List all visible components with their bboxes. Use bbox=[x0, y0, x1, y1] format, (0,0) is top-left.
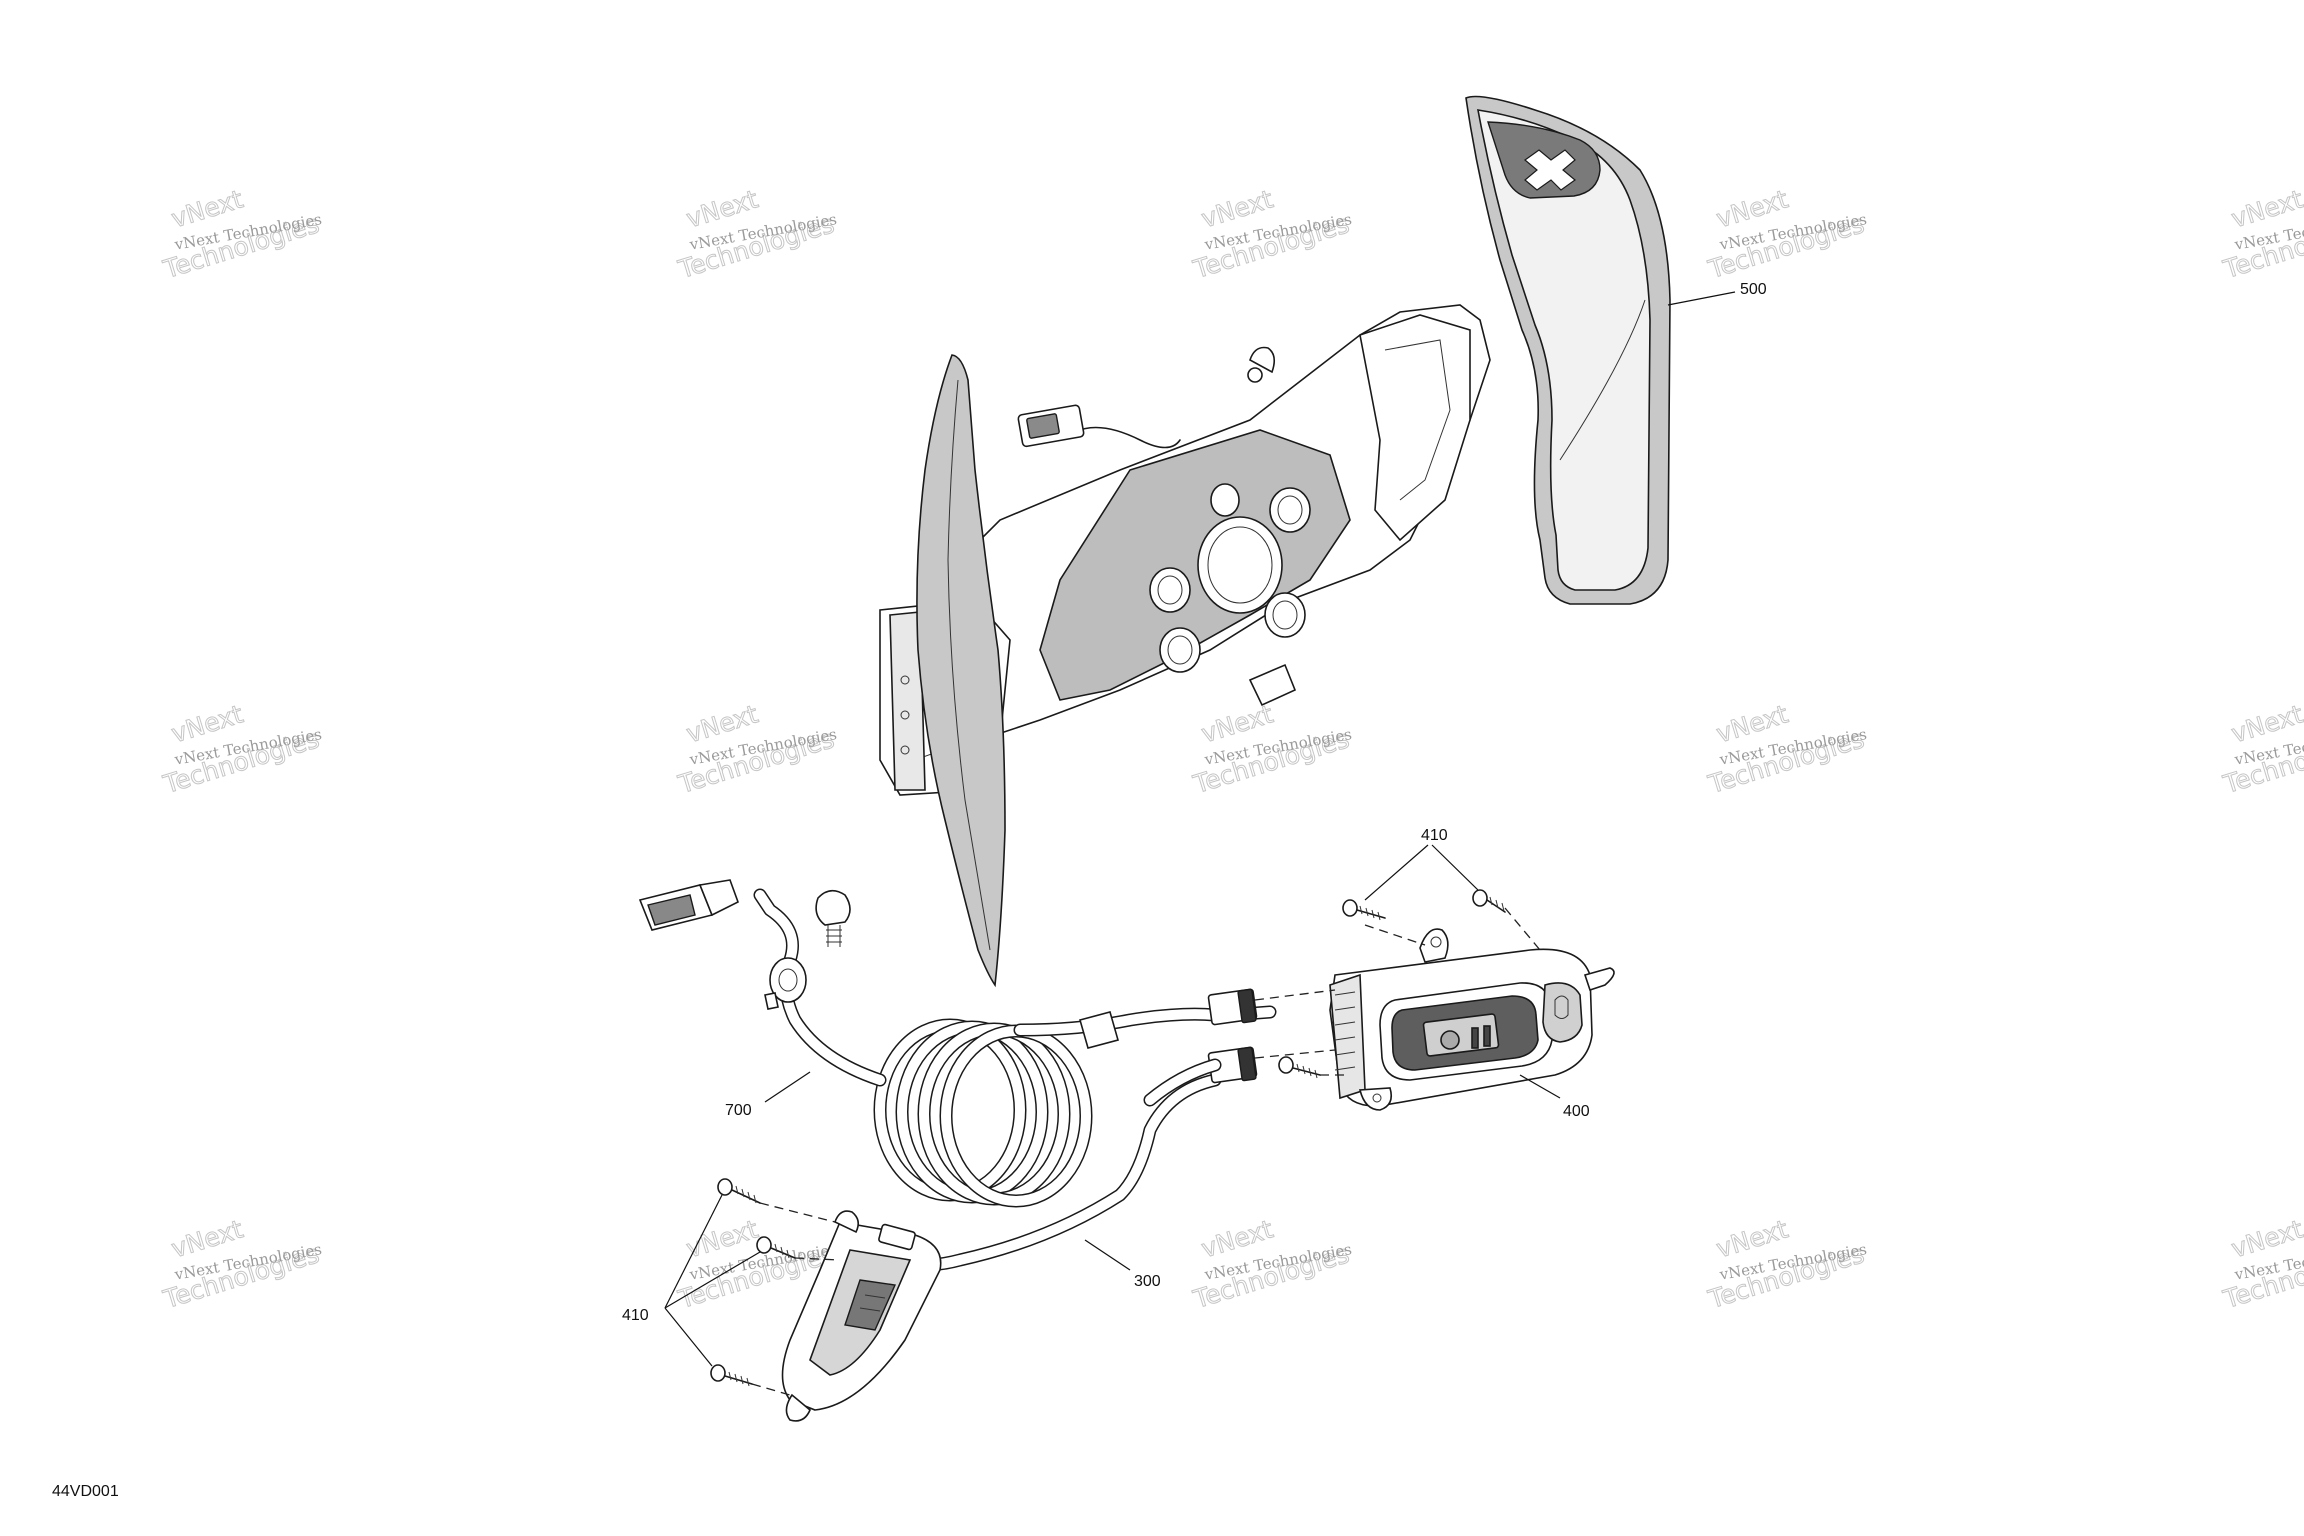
wiring-harness-700 bbox=[638, 879, 1277, 1208]
leader-410-bottom-a bbox=[664, 1194, 723, 1309]
screws-410 bbox=[710, 889, 1506, 1387]
leader-500 bbox=[1667, 291, 1736, 306]
left-switch-300 bbox=[781, 1073, 1222, 1422]
callout-300: 300 bbox=[1134, 1273, 1161, 1290]
paddle-shifter-assembly bbox=[879, 95, 1671, 988]
leader-700 bbox=[764, 1071, 811, 1103]
callout-410-top: 410 bbox=[1421, 827, 1448, 844]
callout-400: 400 bbox=[1563, 1103, 1590, 1120]
callout-500: 500 bbox=[1740, 281, 1767, 298]
right-switch-400 bbox=[1143, 928, 1615, 1111]
leader-400 bbox=[1519, 1074, 1561, 1099]
leader-410-bottom-c bbox=[664, 1307, 713, 1367]
reference-code: 44VD001 bbox=[52, 1483, 119, 1500]
leader-410-bottom-b bbox=[664, 1251, 761, 1309]
callout-410-bottom: 410 bbox=[622, 1307, 649, 1324]
leader-300 bbox=[1084, 1239, 1131, 1271]
leader-410-top-b bbox=[1431, 844, 1479, 891]
callout-700: 700 bbox=[725, 1102, 752, 1119]
leader-410-top-a bbox=[1364, 844, 1429, 901]
